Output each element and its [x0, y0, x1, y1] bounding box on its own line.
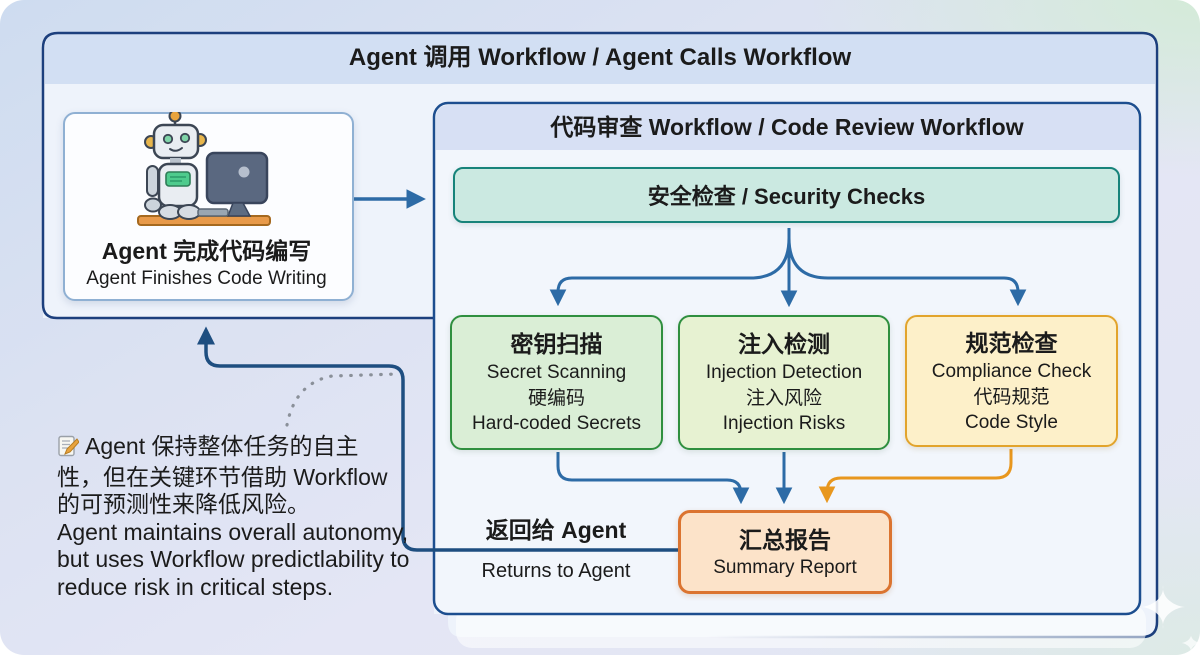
compliance-check-zh: 规范检查 — [965, 329, 1058, 356]
summary-report-zh: 汇总报告 — [739, 526, 831, 553]
secret-scanning-en: Secret Scanning — [486, 362, 627, 383]
injection-detection-node: 注入检测 Injection Detection 注入风险 Injection … — [678, 315, 890, 450]
security-checks-node: 安全检查 / Security Checks — [453, 167, 1120, 223]
inner-container-title: 代码审查 Workflow / Code Review Workflow — [550, 114, 1024, 140]
secret-scanning-zh: 密钥扫描 — [510, 331, 603, 357]
arrow-summary-returns-to-agent — [196, 326, 678, 552]
compliance-check-node: 规范检查 Compliance Check 代码规范 Code Style — [905, 315, 1118, 447]
note-line: but uses Workflow predictlability to — [57, 546, 410, 572]
note-line: 性，但在关键环节借助 Workflow — [57, 463, 388, 490]
compliance-check-en: Compliance Check — [931, 360, 1092, 382]
note-line: reduce risk in critical steps. — [57, 573, 334, 600]
arrow-security-to-secret — [549, 237, 791, 307]
memo-icon — [57, 435, 80, 464]
agent-node-label: Agent 完成代码编写 Agent Finishes Code Writing — [63, 236, 350, 292]
outer-border — [41, 31, 1159, 639]
annotation-note: Agent 保持整体任务的自主 性，但在关键环节借助 Workflow 的可预测… — [57, 433, 417, 601]
outer-title-band — [45, 34, 1155, 84]
note-dotted-connector — [285, 372, 400, 427]
note-line: Agent 保持整体任务的自主 — [85, 433, 359, 459]
injection-detection-sub-zh: 注入风险 — [745, 388, 822, 409]
note-line: Agent maintains overall autonomy, — [57, 518, 409, 545]
sparkle-icon — [1141, 585, 1185, 629]
injection-detection-en: Injection Detection — [705, 362, 863, 383]
secret-scanning-sub-en: Hard-coded Secrets — [472, 413, 641, 434]
outer-container-title: Agent 调用 Workflow / Agent Calls Workflow — [348, 44, 852, 71]
inner-title-band — [436, 105, 1138, 150]
secret-scanning-node: 密钥扫描 Secret Scanning 硬编码 Hard-coded Secr… — [450, 315, 663, 450]
injection-detection-zh: 注入检测 — [738, 331, 830, 357]
summary-report-node: 汇总报告 Summary Report — [678, 510, 892, 594]
summary-report-en: Summary Report — [713, 556, 857, 578]
returns-to-agent-label-en: Returns to Agent — [481, 560, 631, 582]
compliance-check-sub-en: Code Style — [965, 411, 1058, 433]
returns-to-agent-label-zh: 返回给 Agent — [485, 517, 627, 543]
arrow-compliance-to-summary — [818, 449, 1013, 504]
agent-label-zh: Agent 完成代码编写 — [101, 238, 312, 264]
security-checks-label: 安全检查 / Security Checks — [647, 184, 926, 209]
agent-node — [63, 112, 354, 301]
robot-at-computer-illustration — [137, 112, 271, 226]
arrow-security-to-compliance — [787, 237, 1027, 307]
secret-scanning-sub-zh: 硬编码 — [527, 388, 585, 409]
compliance-check-sub-zh: 代码规范 — [973, 386, 1050, 408]
agent-label-en: Agent Finishes Code Writing — [86, 268, 327, 289]
injection-detection-sub-en: Injection Risks — [722, 413, 846, 434]
note-line: 的可预测性来降低风险。 — [57, 491, 310, 517]
arrow-secret-to-summary — [556, 452, 750, 505]
sparkle-small-icon — [1181, 633, 1200, 653]
